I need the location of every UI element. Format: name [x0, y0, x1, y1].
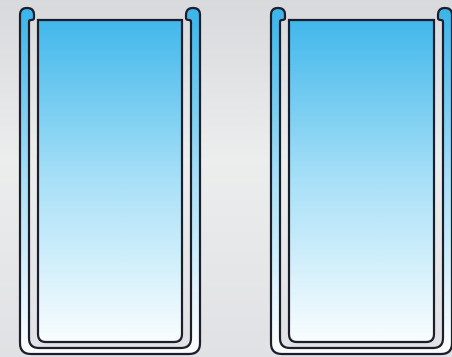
left-beaker	[18, 6, 202, 356]
left-glass	[18, 6, 202, 356]
right-glass	[269, 6, 452, 356]
right-beaker	[269, 6, 452, 356]
